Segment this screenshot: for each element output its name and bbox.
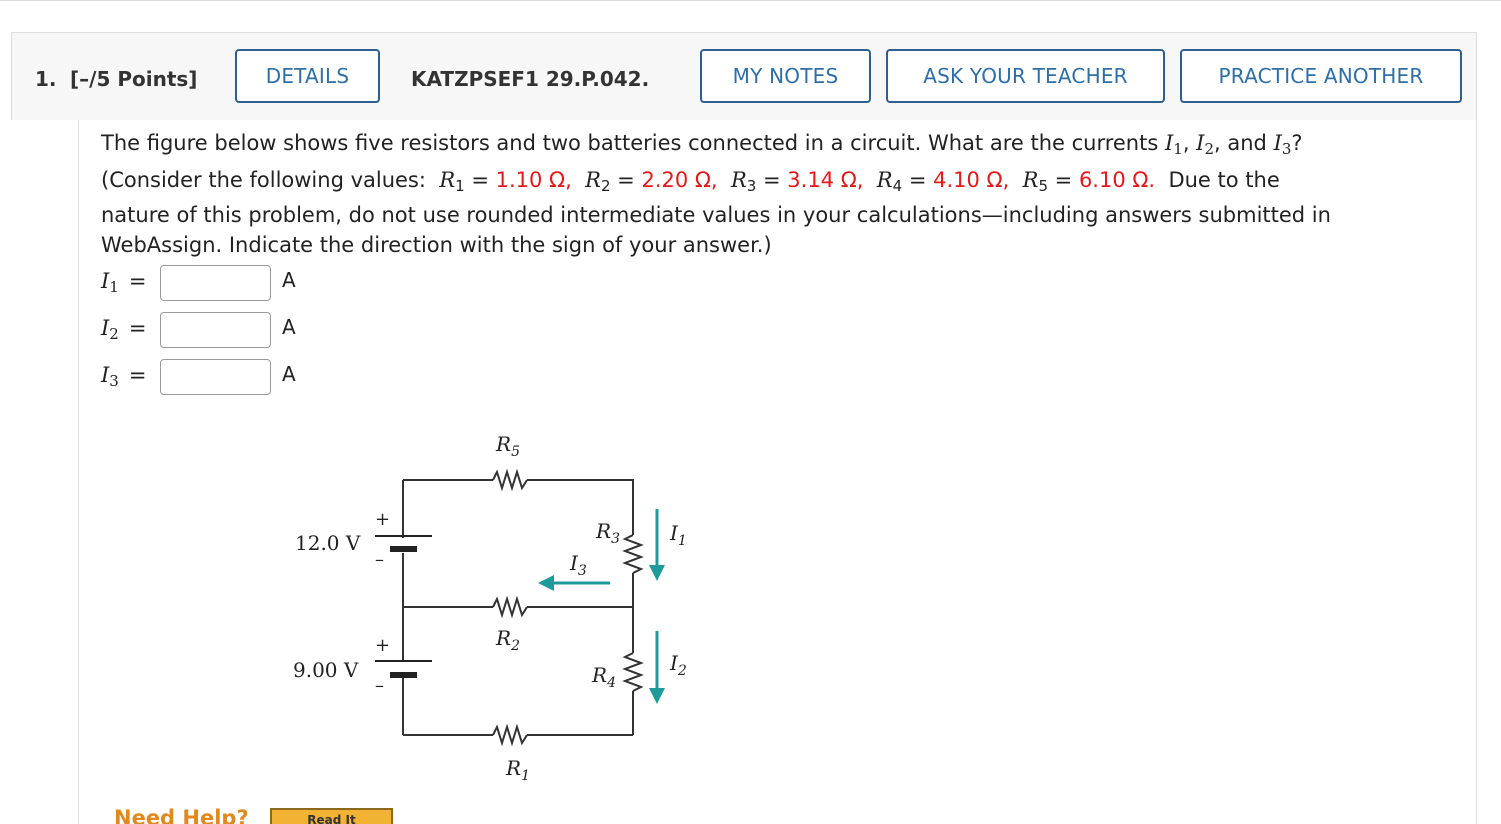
- r3-value: 3.14 Ω,: [787, 168, 864, 192]
- r5-label: R5: [495, 432, 520, 460]
- question-number: 1.: [35, 67, 57, 91]
- r1-resistor: [492, 723, 528, 747]
- ask-teacher-button[interactable]: ASK YOUR TEACHER: [886, 49, 1165, 103]
- i2-answer-input[interactable]: [160, 312, 271, 348]
- read-it-button[interactable]: Read It: [270, 808, 393, 824]
- r4-resistor: [622, 652, 644, 692]
- r5-resistor: [492, 468, 528, 492]
- question-line-3: nature of this problem, do not use round…: [101, 203, 1331, 227]
- i3-label: I3: [101, 363, 119, 390]
- r5-value: 6.10 Ω.: [1078, 168, 1156, 192]
- problem-code: KATZPSEF1 29.P.042.: [411, 67, 650, 91]
- i2-unit: A: [282, 315, 296, 339]
- my-notes-button[interactable]: MY NOTES: [700, 49, 871, 103]
- question-header: 1. [–/5 Points] DETAILS KATZPSEF1 29.P.0…: [11, 32, 1477, 120]
- r2-label: R2: [495, 626, 520, 654]
- battery-12v-label: 12.0 V: [295, 531, 361, 555]
- r1-value: 1.10 Ω,: [495, 168, 572, 192]
- r2-resistor: [492, 595, 528, 619]
- r1-label: R1: [505, 756, 530, 784]
- points-label: [–/5 Points]: [70, 67, 198, 91]
- battery-12v-minus: –: [375, 549, 384, 570]
- question-line-2: (Consider the following values: R1 = 1.1…: [101, 168, 1280, 195]
- question-line-4: WebAssign. Indicate the direction with t…: [101, 233, 772, 257]
- battery-9v-label: 9.00 V: [293, 658, 359, 682]
- i3-answer-input[interactable]: [160, 359, 271, 395]
- question-body: [78, 120, 1477, 824]
- i1-answer-input[interactable]: [160, 265, 271, 301]
- circuit-figure: R5 R3 I1 I3 R2 I2 R4 R1 12.0 V 9.00 V + …: [293, 432, 687, 784]
- battery-9v-plus: +: [375, 635, 390, 656]
- r2-value: 2.20 Ω,: [641, 168, 718, 192]
- i2-label: I2: [101, 316, 119, 343]
- battery-9v-minus: –: [375, 675, 384, 696]
- i1-unit: A: [282, 268, 296, 292]
- battery-12v: [375, 535, 432, 552]
- r4-label: R4: [591, 663, 616, 691]
- details-button[interactable]: DETAILS: [235, 49, 380, 103]
- practice-another-button[interactable]: PRACTICE ANOTHER: [1180, 49, 1462, 103]
- battery-9v: [375, 660, 432, 678]
- battery-12v-plus: +: [375, 509, 390, 530]
- i3-unit: A: [282, 362, 296, 386]
- r3-resistor: [622, 534, 644, 574]
- i2-figure-label: I2: [669, 651, 687, 679]
- need-help-label: Need Help?: [114, 806, 249, 824]
- r3-label: R3: [595, 519, 620, 547]
- i1-figure-label: I1: [669, 521, 687, 549]
- r4-value: 4.10 Ω,: [933, 168, 1010, 192]
- question-line-1: The figure below shows five resistors an…: [101, 131, 1303, 158]
- i1-label: I1: [101, 269, 119, 296]
- top-rule: [0, 0, 1501, 1]
- i3-figure-label: I3: [569, 551, 587, 579]
